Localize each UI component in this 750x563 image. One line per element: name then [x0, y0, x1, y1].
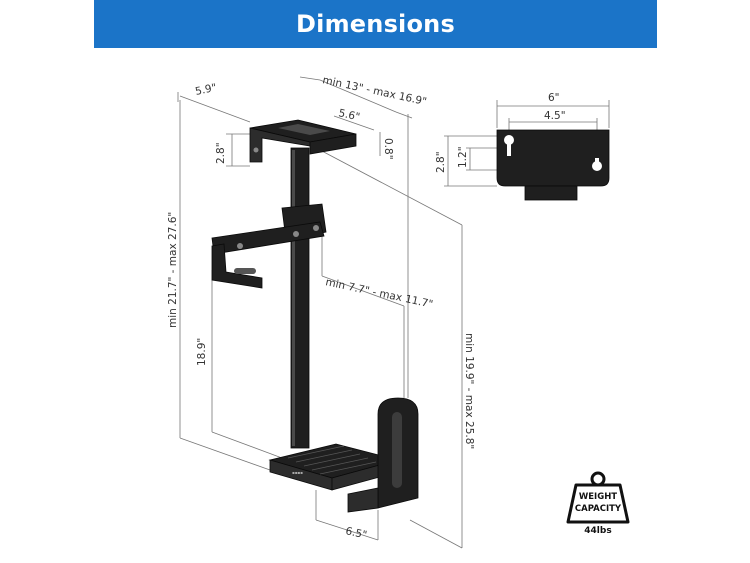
brand-mark: ▪▪▪▪	[292, 470, 303, 475]
weight-handle-icon	[590, 471, 606, 487]
detail-hole-height-label: 1.2"	[457, 146, 469, 168]
side-hook	[211, 243, 263, 289]
top-plate-front	[309, 133, 357, 155]
dimension-lines	[177, 76, 463, 549]
side-top-line	[319, 149, 463, 226]
tick	[299, 76, 321, 81]
top-plate-recess	[278, 124, 330, 135]
tick	[395, 111, 413, 119]
detail-keyhole-slot	[595, 158, 599, 168]
tick	[179, 437, 271, 471]
clamp-pad	[392, 412, 402, 488]
pole-highlight	[292, 150, 295, 446]
tick	[409, 519, 463, 549]
inner-width-range-label: min 7.7" - max 11.7"	[324, 276, 434, 311]
weight-capacity-badge: WEIGHT CAPACITY 44lbs	[566, 471, 630, 536]
side-height-range-label: min 19.9" - max 25.8"	[463, 333, 475, 449]
plate-inner-line	[333, 115, 375, 131]
clamp-foot	[347, 487, 379, 513]
base-width-line	[315, 519, 379, 541]
arm-bolt	[237, 243, 243, 249]
top-depth-label: 5.9"	[194, 82, 218, 98]
weight-value: 44lbs	[584, 526, 611, 536]
tick	[211, 431, 283, 459]
top-width-line	[319, 79, 397, 113]
page-title: Dimensions	[296, 10, 455, 38]
weight-label-line2: CAPACITY	[575, 504, 622, 514]
overall-height-label: min 21.7" - max 27.6"	[167, 212, 179, 328]
detail-view: 6" 4.5" 2.8" 1.2"	[435, 92, 610, 201]
desk-mount-product: ▪▪▪▪	[211, 119, 419, 513]
inner-height-label: 18.9"	[196, 338, 208, 366]
detail-width-label: 6"	[548, 92, 560, 104]
weight-label-line1: WEIGHT	[579, 492, 617, 502]
arm-bolt	[313, 225, 319, 231]
detail-keyhole-slot	[507, 140, 511, 156]
detail-height-label: 2.8"	[435, 151, 447, 173]
detail-pole	[524, 185, 578, 201]
inner-width-line	[321, 275, 405, 307]
weight-icon	[566, 483, 630, 524]
plate-height-label: 2.8"	[215, 142, 227, 164]
arm-bolt	[293, 231, 299, 237]
detail-plate	[496, 129, 610, 187]
hook-slot	[234, 268, 256, 274]
plate-inner-label: 5.6"	[337, 107, 361, 123]
plate-thickness-label: 0.8"	[382, 138, 394, 160]
detail-hole-spacing-label: 4.5"	[544, 110, 566, 122]
mount-screw	[253, 147, 259, 153]
header-banner: Dimensions	[94, 0, 657, 48]
base-grip-lines	[287, 445, 377, 475]
base-width-label: 6.5"	[344, 525, 368, 541]
top-depth-line	[179, 95, 251, 123]
